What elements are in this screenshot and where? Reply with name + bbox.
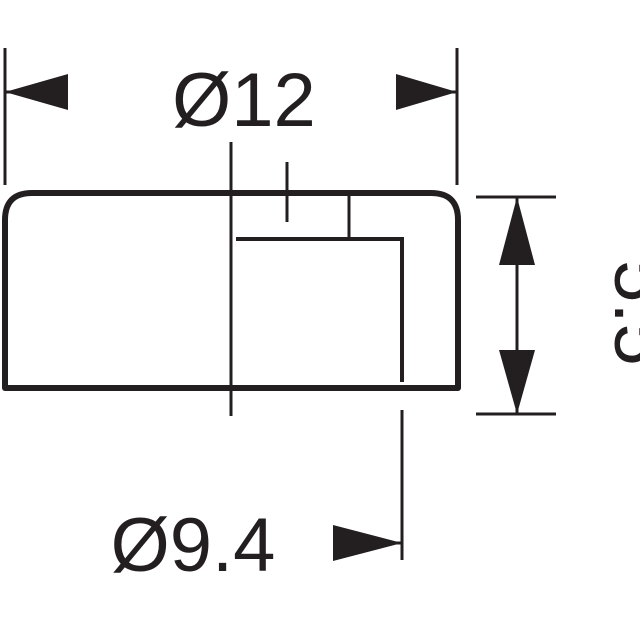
inner-cavity-outline bbox=[236, 237, 404, 382]
inner-diameter-dimension: Ø9.4 bbox=[111, 410, 404, 588]
arrow-down-icon bbox=[499, 350, 535, 414]
cap-outline bbox=[2, 190, 461, 391]
height-dimension: 5.5 bbox=[476, 195, 640, 416]
outer-diameter-dimension: Ø12 bbox=[3, 48, 459, 185]
arrow-up-icon bbox=[499, 197, 535, 265]
inner-diameter-label: Ø9.4 bbox=[111, 503, 276, 588]
cap-body bbox=[2, 142, 461, 416]
height-label: 5.5 bbox=[598, 260, 640, 366]
arrow-left-icon bbox=[5, 74, 68, 110]
outer-diameter-label: Ø12 bbox=[172, 58, 316, 143]
arrow-right-inner-icon bbox=[333, 525, 402, 561]
arrow-right-icon bbox=[396, 74, 457, 110]
